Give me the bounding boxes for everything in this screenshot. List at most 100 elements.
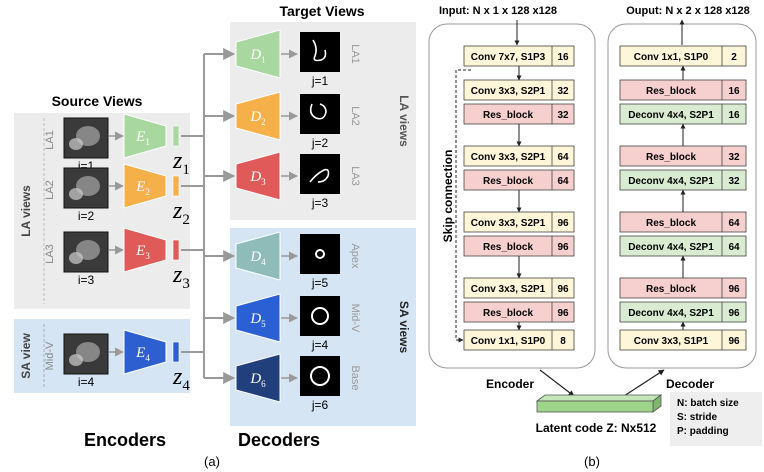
target-index: j=5 [311,276,329,290]
target-view-label: LA1 [349,44,361,64]
block-label: Res_block [483,242,533,253]
target-segmentation-image [300,356,340,396]
target-index: j=3 [311,196,329,210]
decoder-block-2: Res_block 16 [619,79,747,101]
panel-b: Input: N x 1 x 128 x128 Ouput: N x 2 x 1… [428,5,762,469]
decoder-5-shape [235,293,281,343]
legend-entry: N: batch size [677,398,739,409]
decoder-block-4: Res_block 32 [619,145,747,167]
decoder-3-shape [235,151,281,201]
encoder-3-shape [123,227,167,273]
block-channels: 16 [728,110,740,121]
skip-connection-label: Skip connection [441,150,455,243]
block-channels: 96 [557,242,569,253]
block-channels: 64 [557,176,569,187]
encoder-label: Encoder [486,377,534,391]
target-views: D1j=1LA1D2j=2LA2D3j=3LA3D4j=5ApexD5j=4Mi… [235,29,361,412]
target-segmentation-image [300,94,340,134]
decoder-5-label: D5 [249,311,266,329]
encoder-to-latent-arrow [539,369,575,397]
la-views-left-label: LA views [19,185,33,237]
target-segmentation-image [300,154,340,194]
block-channels: 32 [557,86,569,97]
source-views-title: Source Views [52,93,143,109]
latent-code-bar [535,394,663,413]
legend-entry: S: stride [677,412,717,423]
source-index: i=2 [78,209,95,223]
decoder-2-label: D2 [249,109,265,127]
encoder-4-label: E4 [135,345,150,363]
block-label: Conv 1x1, S1P0 [634,52,709,63]
block-label: Res_block [646,152,696,163]
block-channels: 96 [557,284,569,295]
latent-code-label: Latent code Z: Nx512 [536,421,657,435]
target-segmentation-image [300,296,340,336]
encoder-block-5: Res_block 64 [463,169,575,191]
decoder-block-9: Deconv 4x4, S2P1 96 [619,301,747,323]
decoders-title: Decoders [238,430,320,450]
decoder-6-shape [235,353,281,403]
block-channels: 16 [728,86,740,97]
skip-connection-line [455,69,471,343]
latent-to-decoder-arrow [623,369,665,397]
source-side-label: Mid-V [44,341,56,370]
block-label: Res_block [646,86,696,97]
latent-code-4 [172,341,180,363]
source-views: LA1i=1E1z1LA2i=2E2z2LA3i=3E3z3Mid-Vi=4E4… [44,113,190,394]
target-view-label: Mid-V [349,304,361,333]
decoder-4-label: D4 [249,249,266,267]
block-channels: 32 [557,110,569,121]
block-channels: 96 [728,308,740,319]
block-label: Res_block [483,176,533,187]
encoder-block-2: Conv 3x3, S2P1 32 [463,79,575,101]
block-channels: 96 [557,308,569,319]
encoder-2-label: E2 [135,179,150,197]
source-mri-detail [69,138,83,150]
decoder-block-7: Deconv 4x4, S2P1 64 [619,235,747,257]
block-channels: 64 [728,242,740,253]
block-label: Conv 3x3, S2P1 [471,152,546,163]
encoder-1-shape [123,113,167,159]
sa-views-right-label: SA views [397,301,411,354]
block-label: Conv 1x1, S1P0 [471,336,546,347]
caption-a: (a) [204,454,220,469]
latent-code-2 [172,175,180,197]
block-channels: 96 [557,218,569,229]
block-label: Deconv 4x4, S2P1 [628,242,714,253]
block-label: Res_block [483,308,533,319]
encoder-2-shape [123,163,167,209]
block-label: Conv 7x7, S1P3 [471,52,546,63]
target-segmentation-image [300,234,340,274]
legend-entry: P: padding [677,426,729,437]
caption-b: (b) [584,454,600,469]
source-mri-detail [69,354,83,366]
block-label: Conv 3x3, S1P1 [634,336,709,347]
source-side-label: LA1 [44,130,56,150]
block-label: Res_block [646,284,696,295]
block-label: Deconv 4x4, S2P1 [628,308,714,319]
target-views-title: Target Views [279,3,364,19]
sa-view-left-label: SA view [19,333,33,379]
block-channels: 32 [728,152,740,163]
block-label: Conv 3x3, S2P1 [471,86,546,97]
source-mri-detail [69,252,83,264]
encoder-decoder-connectors [181,48,236,384]
legend-box [670,392,762,446]
